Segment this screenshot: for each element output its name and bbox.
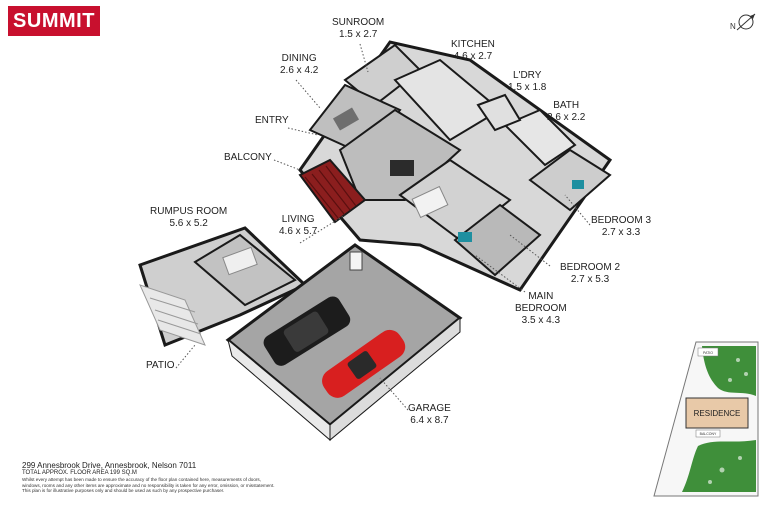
room-label-bedroom2: BEDROOM 2 2.7 x 5.3 (560, 262, 620, 286)
room-label-entry: ENTRY (255, 115, 289, 127)
residence-label: RESIDENCE (694, 409, 741, 418)
laundry-floor (476, 93, 522, 132)
rumpus-bed (222, 246, 258, 276)
room-label-laundry: L'DRY 1.5 x 1.8 (508, 70, 546, 94)
summit-logo: SUMMIT (8, 6, 100, 36)
room-label-garage: GARAGE 6.4 x 8.7 (408, 403, 451, 427)
room-label-kitchen: KITCHEN 4.6 x 2.7 (451, 39, 495, 63)
room-dimensions: 2.7 x 5.3 (570, 274, 610, 285)
room-name: BALCONY (224, 152, 272, 163)
disclaimer-line-1: Whilst every attempt has been made to en… (22, 477, 262, 482)
bed3-accent (572, 180, 584, 189)
room-label-rumpus: RUMPUS ROOM 5.6 x 5.2 (150, 206, 227, 230)
residence-block (685, 397, 749, 429)
balcony-deck (298, 158, 367, 224)
site-plan-inset: RESIDENCE PATIO BALCONY (653, 341, 759, 497)
room-dimensions: 6.4 x 8.7 (410, 415, 449, 426)
room-name: DINING (281, 53, 317, 64)
room-name: GARAGE (408, 403, 451, 414)
disclaimer-line-2: windows, rooms and any other items are a… (22, 482, 275, 488)
room-name: L'DRY (512, 70, 542, 81)
room-label-balcony: BALCONY (224, 152, 272, 164)
floor-area: TOTAL APPROX. FLOOR AREA 199 SQ.M (22, 470, 137, 476)
red-car-icon (322, 329, 406, 398)
plan-footer: 299 Annesbrook Drive, Annesbrook, Nelson… (22, 461, 352, 494)
room-label-sunroom: SUNROOM 1.5 x 2.7 (332, 17, 384, 41)
site-balcony-label: BALCONY (700, 432, 717, 436)
garage-wall-right (329, 316, 461, 442)
room-label-bath: BATH 2.6 x 2.2 (547, 100, 585, 124)
north-arrow-icon: N (730, 13, 756, 31)
room-name: RUMPUS ROOM (150, 206, 228, 217)
bath-floor (503, 108, 577, 167)
coffee-table (390, 160, 414, 176)
compass-label: N (730, 22, 736, 31)
site-balcony (695, 429, 721, 438)
bed2-accent (458, 232, 472, 242)
room-name: ENTRY (255, 115, 289, 126)
room-label-patio: PATIO (146, 360, 175, 372)
room-name: SUNROOM (332, 17, 385, 28)
site-patio (697, 347, 719, 357)
water-heater (349, 251, 363, 271)
room-name: BEDROOM 3 (591, 215, 652, 226)
room-dimensions: 4.6 x 2.7 (453, 51, 493, 62)
room-name: BEDROOM 2 (560, 262, 621, 273)
disclaimer-line-3: This plan is for illustrative purposes o… (22, 488, 225, 494)
room-dimensions: 2.7 x 3.3 (601, 227, 641, 238)
room-dimensions: 3.5 x 4.3 (521, 315, 561, 326)
room-name: PATIO (146, 360, 175, 371)
room-label-dining: DINING 2.6 x 4.2 (280, 53, 318, 77)
room-name: KITCHEN (451, 39, 495, 50)
room-name: MAIN (528, 291, 554, 302)
property-address: 299 Annesbrook Drive, Annesbrook, Nelson… (22, 461, 197, 470)
room-dimensions: 5.6 x 5.2 (169, 218, 208, 229)
lawn-bottom (682, 440, 756, 492)
room-dimensions: 2.6 x 2.2 (547, 112, 586, 123)
room-dimensions: 2.6 x 4.2 (280, 65, 319, 76)
site-patio-label: PATIO (703, 351, 713, 355)
room-dimensions: 1.5 x 1.8 (508, 82, 547, 93)
room-label-bedroom3: BEDROOM 3 2.7 x 3.3 (591, 215, 651, 239)
bedroom3-floor (528, 148, 612, 212)
room-dimensions: 1.5 x 2.7 (338, 29, 378, 40)
dining-table (332, 107, 360, 131)
main-bed (411, 185, 449, 219)
bedroom2-floor (453, 203, 542, 277)
room-label-main-bedroom: MAIN BEDROOM 3.5 x 4.3 (515, 291, 567, 327)
rumpus-floor (193, 233, 297, 307)
room-name-line2: BEDROOM (515, 303, 567, 314)
patio-steps (139, 284, 206, 346)
black-suv-icon (263, 296, 351, 366)
room-name: LIVING (281, 214, 315, 225)
room-label-living: LIVING 4.6 x 5.7 (279, 214, 317, 238)
lawn-top (702, 346, 756, 396)
room-dimensions: 4.6 x 5.7 (279, 226, 318, 237)
room-name: BATH (553, 100, 580, 111)
